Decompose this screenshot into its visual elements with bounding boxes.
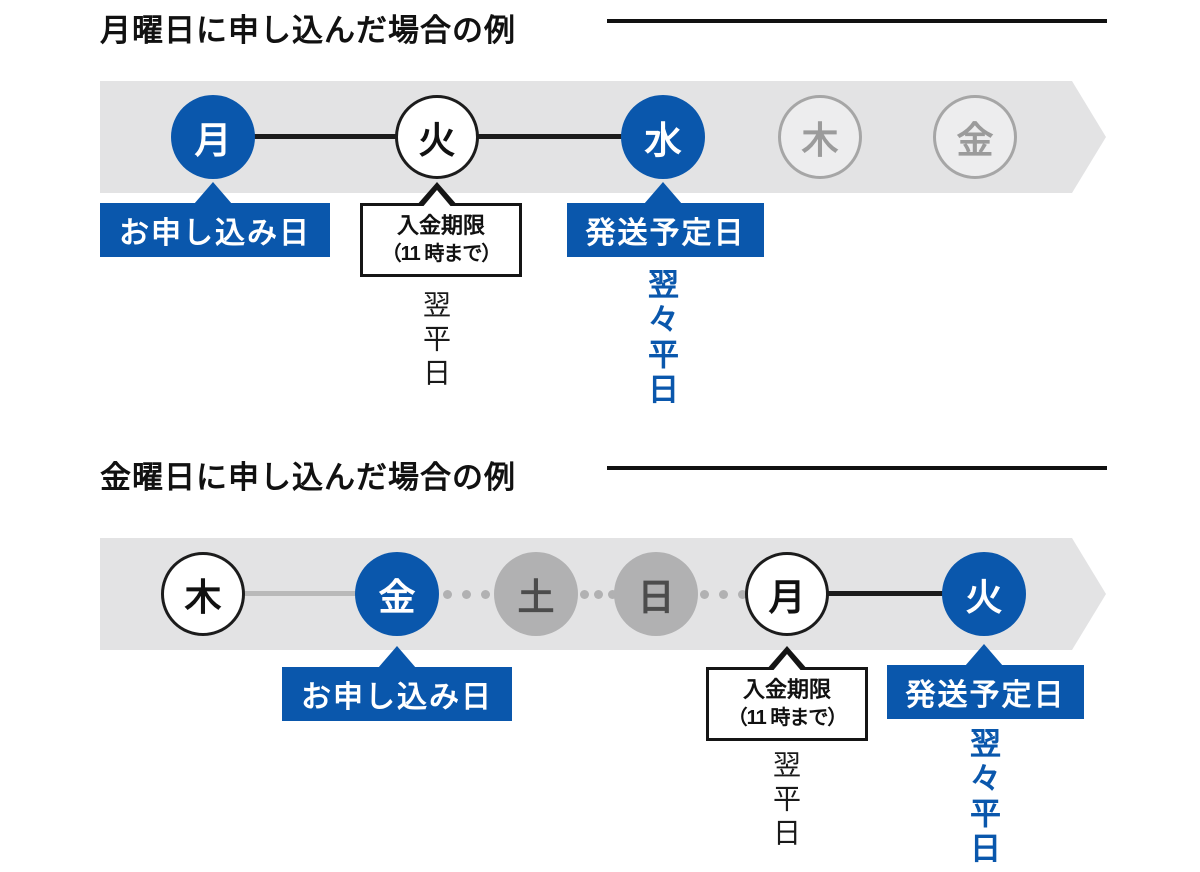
payment-deadline-callout: 入金期限 （11 時まで） [360,203,522,277]
day-circle-sun: 日 [614,552,698,636]
section-title-monday: 月曜日に申し込んだ場合の例 [100,13,516,48]
callout-pointer [965,644,1003,666]
callout-pointer [378,646,416,668]
day-circle-wed: 水 [621,95,705,179]
day-circle-sat: 土 [494,552,578,636]
day-circle-tue: 火 [395,95,479,179]
shipping-date-callout: 発送予定日 [887,665,1084,719]
title-rule [607,466,1107,470]
connector-solid [251,134,397,139]
payment-deadline-line1: 入金期限 [742,677,831,702]
connector-dotted [443,590,490,599]
callout-pointer [421,190,453,209]
shipping-date-callout: 発送予定日 [567,203,764,257]
application-date-callout: お申し込み日 [282,667,512,721]
payment-deadline-line1: 入金期限 [396,213,485,238]
callout-pointer [194,182,232,204]
connector-solid [475,134,623,139]
day-circle-fri: 金 [933,95,1017,179]
next-weekday-note: 翌平日 [770,750,801,852]
day-circle-mon: 月 [171,95,255,179]
connector-dotted [580,590,617,599]
payment-deadline-line2: （11 時まで） [727,707,848,729]
connector-solid [827,591,944,596]
connector-dotted [700,590,747,599]
day-circle-fri: 金 [355,552,439,636]
connector-solid-gray [241,591,357,596]
next-weekday-note: 翌平日 [420,290,451,392]
day-circle-thu: 木 [161,552,245,636]
payment-deadline-callout: 入金期限 （11 時まで） [706,667,868,741]
day-circle-tue: 火 [942,552,1026,636]
section-title-friday: 金曜日に申し込んだ場合の例 [100,460,516,495]
callout-pointer [771,654,803,673]
callout-pointer [644,182,682,204]
application-date-callout: お申し込み日 [100,203,330,257]
title-rule [607,19,1107,23]
payment-deadline-line2: （11 時まで） [381,243,502,265]
second-next-weekday-note: 翌々平日 [643,268,678,408]
day-circle-thu: 木 [778,95,862,179]
second-next-weekday-note: 翌々平日 [965,727,1000,867]
day-circle-mon: 月 [745,552,829,636]
